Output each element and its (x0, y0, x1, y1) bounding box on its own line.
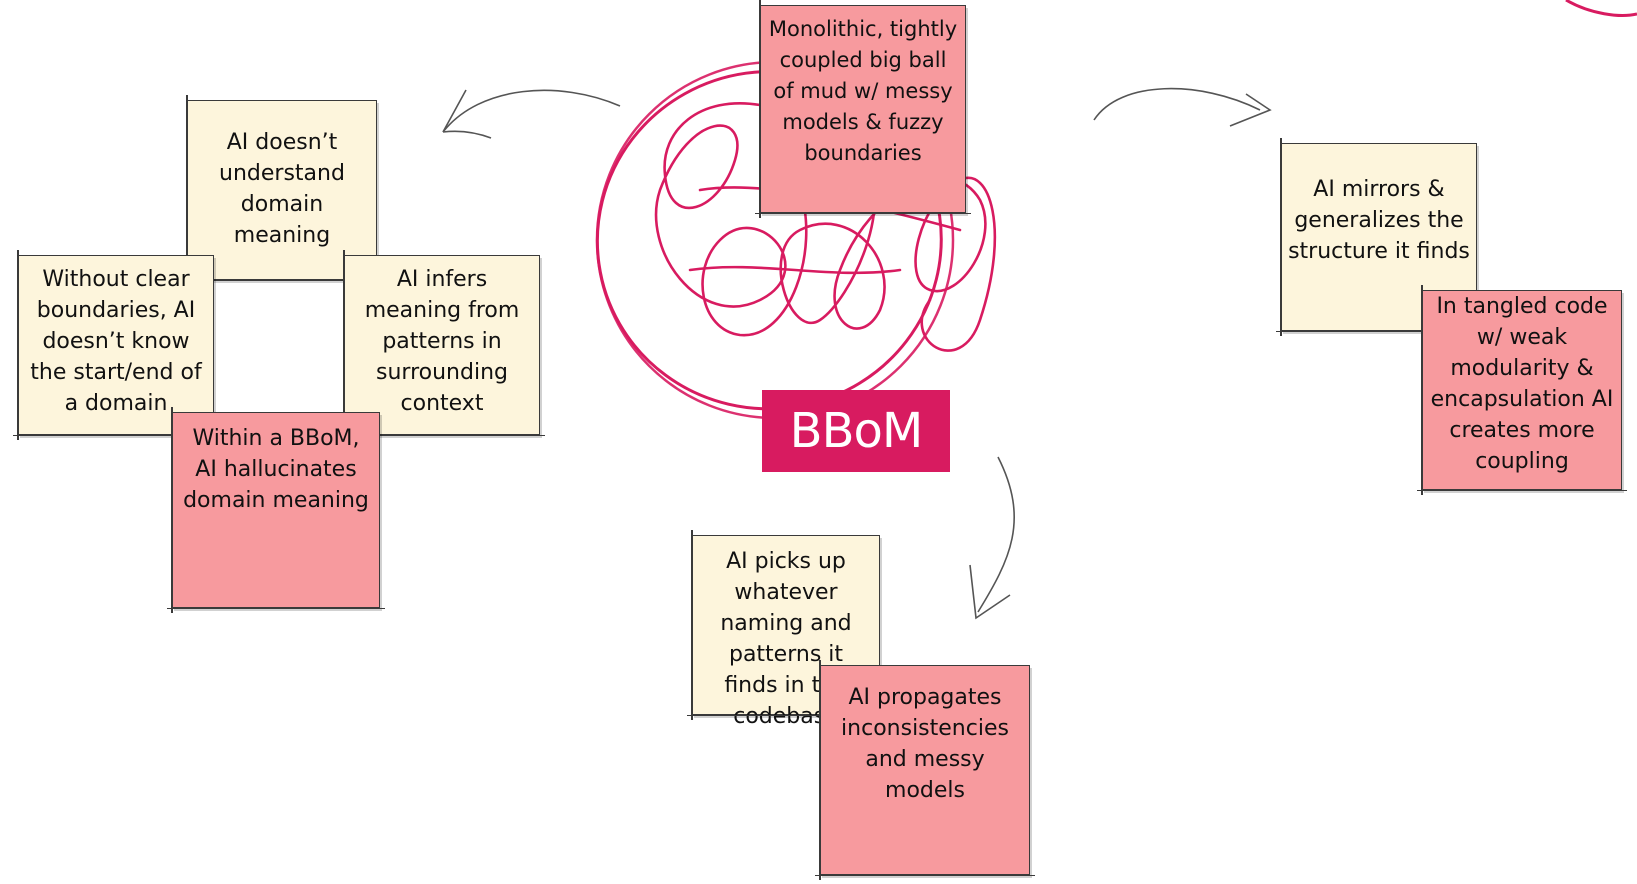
arrowhead-right (1229, 93, 1272, 127)
arrow-to-bottom-cluster (977, 456, 1016, 613)
left-top-text: AI doesn’t understand domain meaning (219, 130, 345, 248)
arrow-to-left-cluster (442, 89, 621, 133)
left-right-text: AI infers meaning from patterns in surro… (364, 267, 520, 416)
arrowhead-bottom (969, 564, 1011, 620)
right-effect-text: In tangled code w/ weak modularity & enc… (1430, 294, 1614, 474)
bottom-effect-note: AI propagates inconsistencies and messy … (815, 660, 1035, 880)
bottom-effect-text: AI propagates inconsistencies and messy … (841, 685, 1009, 803)
arrowhead-left (442, 89, 492, 139)
bbom-label: BBoM (762, 390, 950, 472)
left-bottom-text: Within a BBoM, AI hallucinates domain me… (183, 426, 369, 513)
right-effect-note: In tangled code w/ weak modularity & enc… (1417, 285, 1627, 495)
bbom-description-text: Monolithic, tightly coupled big ball of … (768, 17, 958, 165)
left-top-note: AI doesn’t understand domain meaning (182, 95, 382, 285)
arrow-to-right-cluster (1093, 87, 1261, 121)
left-left-text: Without clear boundaries, AI doesn’t kno… (30, 267, 202, 416)
corner-arc (1565, 0, 1637, 17)
bbom-description-note: Monolithic, tightly coupled big ball of … (755, 0, 971, 218)
left-right-note: AI infers meaning from patterns in surro… (339, 250, 545, 440)
left-bottom-note: Within a BBoM, AI hallucinates domain me… (167, 407, 385, 613)
right-cause-text: AI mirrors & generalizes the structure i… (1288, 177, 1470, 264)
left-left-note: Without clear boundaries, AI doesn’t kno… (13, 250, 219, 440)
